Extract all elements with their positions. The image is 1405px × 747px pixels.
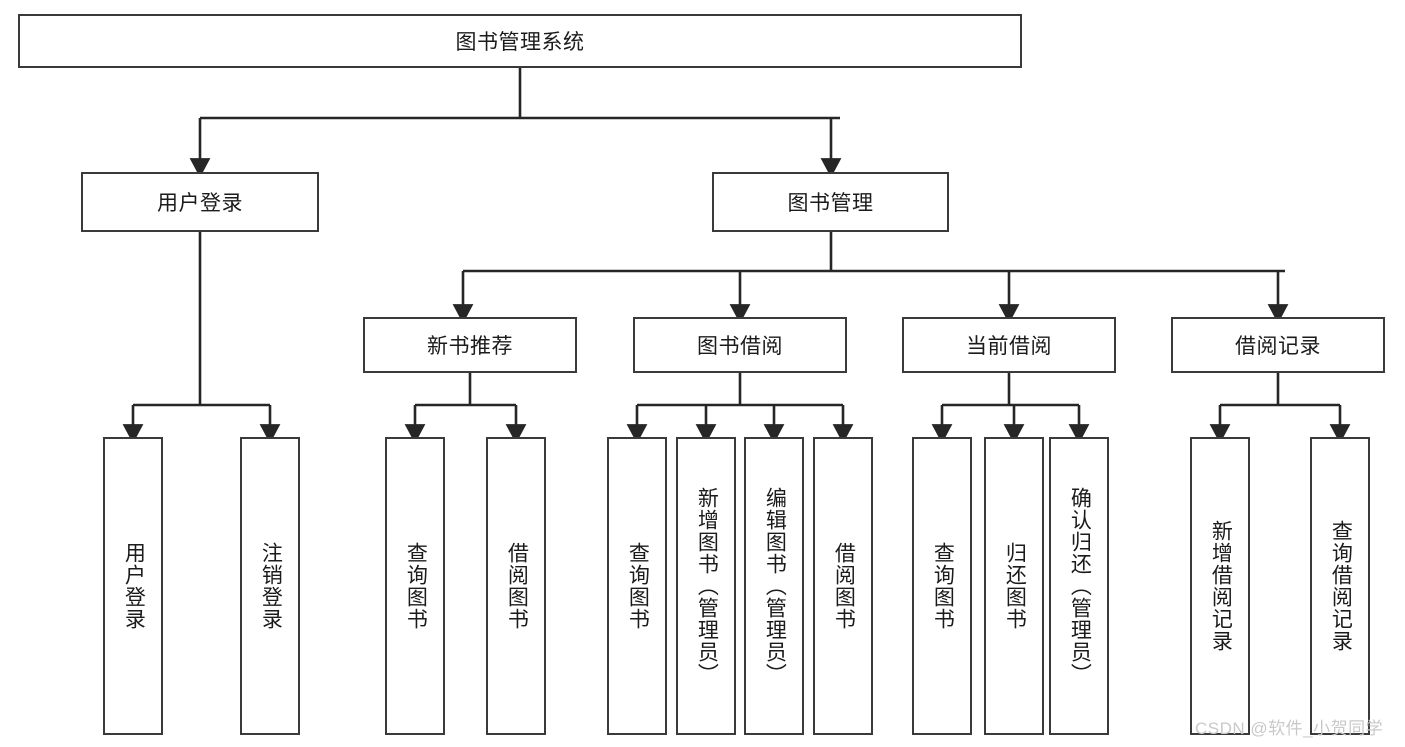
leaf-label: 新增借阅记录 bbox=[1209, 520, 1233, 652]
node-user-login[interactable]: 用户登录 bbox=[81, 172, 319, 232]
leaf-label: 新增图书（管理员） bbox=[695, 487, 719, 685]
node-new-book-recommendation[interactable]: 新书推荐 bbox=[363, 317, 577, 373]
node-leaf-user-login[interactable]: 用户登录 bbox=[103, 437, 163, 735]
node-leaf-return-book[interactable]: 归还图书 bbox=[984, 437, 1044, 735]
leaf-label: 借阅图书 bbox=[832, 542, 856, 630]
leaf-label: 归还图书 bbox=[1003, 542, 1027, 630]
edge-borrow-to-leaves bbox=[626, 373, 854, 444]
edge-newbook-to-leaves bbox=[404, 373, 527, 444]
node-current-borrow[interactable]: 当前借阅 bbox=[902, 317, 1116, 373]
edge-userlogin-to-leaves bbox=[122, 232, 281, 444]
node-leaf-borrow-book-newbook[interactable]: 借阅图书 bbox=[486, 437, 546, 735]
leaf-label: 确认归还（管理员） bbox=[1068, 487, 1092, 685]
node-leaf-edit-book-admin[interactable]: 编辑图书（管理员） bbox=[744, 437, 804, 735]
leaf-label: 注销登录 bbox=[259, 542, 283, 630]
node-leaf-add-borrow-record[interactable]: 新增借阅记录 bbox=[1190, 437, 1250, 735]
node-leaf-query-book-current[interactable]: 查询图书 bbox=[912, 437, 972, 735]
edge-bookmgmt-to-level3 bbox=[452, 232, 1289, 324]
edge-record-to-leaves bbox=[1209, 373, 1351, 444]
leaf-label: 查询图书 bbox=[626, 542, 650, 630]
node-book-management[interactable]: 图书管理 bbox=[712, 172, 949, 232]
leaf-label: 查询图书 bbox=[931, 542, 955, 630]
edge-root-to-level2 bbox=[189, 68, 842, 178]
leaf-label: 查询图书 bbox=[404, 542, 428, 630]
node-root-title[interactable]: 图书管理系统 bbox=[18, 14, 1022, 68]
node-leaf-add-book-admin[interactable]: 新增图书（管理员） bbox=[676, 437, 736, 735]
node-leaf-query-borrow-record[interactable]: 查询借阅记录 bbox=[1310, 437, 1370, 735]
node-leaf-query-book-newbook[interactable]: 查询图书 bbox=[385, 437, 445, 735]
node-leaf-query-book-borrow[interactable]: 查询图书 bbox=[607, 437, 667, 735]
leaf-label: 编辑图书（管理员） bbox=[763, 487, 787, 685]
leaf-label: 借阅图书 bbox=[505, 542, 529, 630]
node-leaf-borrow-book[interactable]: 借阅图书 bbox=[813, 437, 873, 735]
leaf-label: 用户登录 bbox=[122, 542, 146, 630]
node-book-borrow[interactable]: 图书借阅 bbox=[633, 317, 847, 373]
leaf-label: 查询借阅记录 bbox=[1329, 520, 1353, 652]
node-leaf-confirm-return-admin[interactable]: 确认归还（管理员） bbox=[1049, 437, 1109, 735]
edge-current-to-leaves bbox=[931, 373, 1090, 444]
node-borrow-record[interactable]: 借阅记录 bbox=[1171, 317, 1385, 373]
node-leaf-logout[interactable]: 注销登录 bbox=[240, 437, 300, 735]
csdn-watermark: CSDN @软件_小贺同学 bbox=[1195, 719, 1384, 738]
